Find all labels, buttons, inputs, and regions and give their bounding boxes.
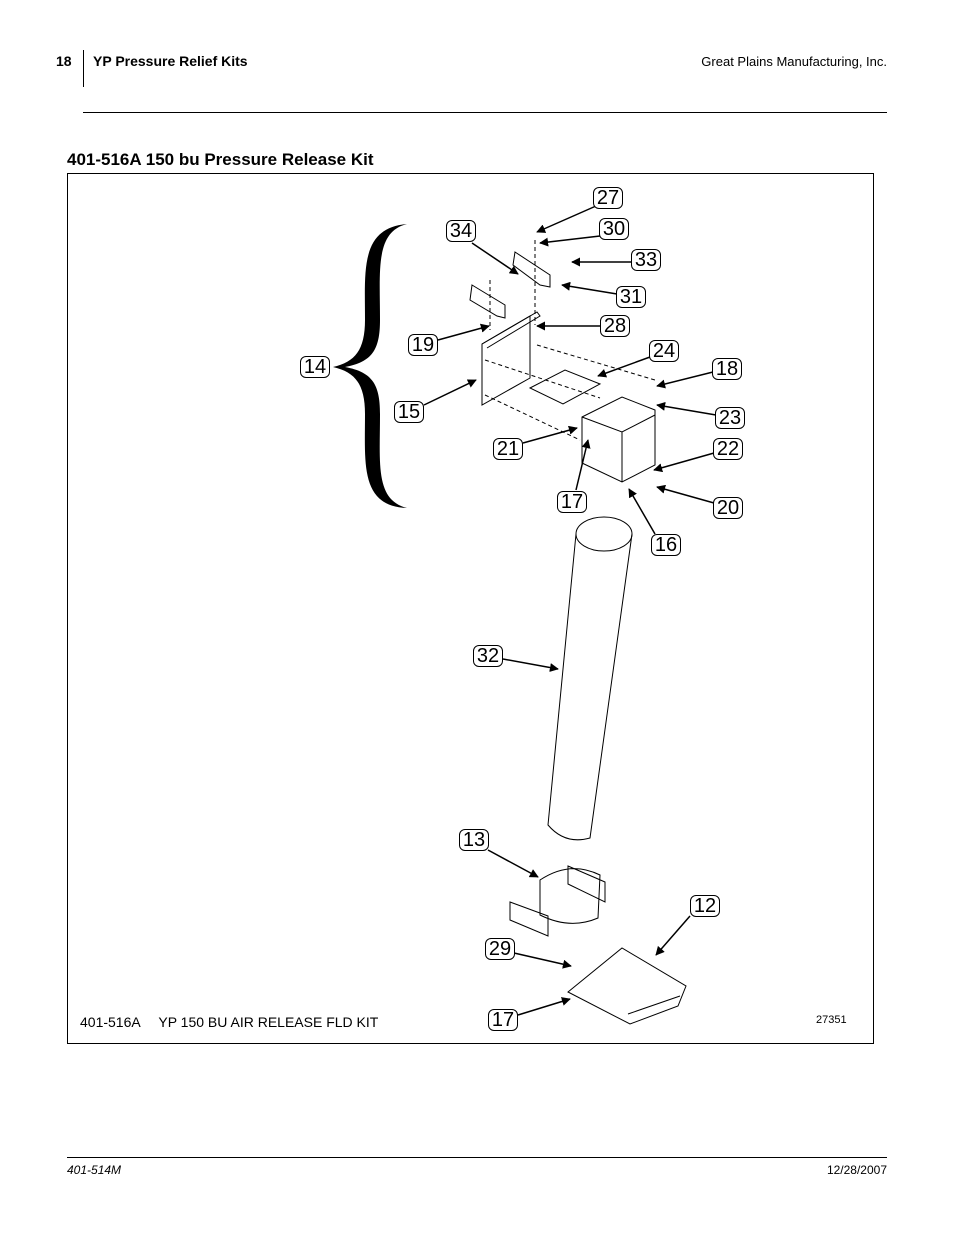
kit-label: 401-516A YP 150 BU AIR RELEASE FLD KIT [80,1014,392,1030]
callout-20: 20 [713,497,743,519]
callout-28: 28 [600,315,630,337]
callout-32: 32 [473,645,503,667]
callout-21: 21 [493,438,523,460]
callout-31: 31 [616,286,646,308]
figure-number: 27351 [816,1014,847,1026]
manual-number: 401-514M [67,1163,122,1177]
relief-box [581,396,656,483]
cover-plate [528,369,602,405]
tube [547,533,633,841]
tube-clamp [509,865,606,937]
callout-16: 16 [651,534,681,556]
callout-29: 29 [485,938,515,960]
callout-27: 27 [593,187,623,209]
callout-19: 19 [408,334,438,356]
callout-30: 30 [599,218,629,240]
callout-17-lower: 17 [488,1009,518,1031]
callout-23: 23 [715,407,745,429]
deflector-plate [567,947,687,1025]
callout-15: 15 [394,401,424,423]
callout-13: 13 [459,829,489,851]
callout-33: 33 [631,249,661,271]
header-divider [83,50,84,87]
company-name: Great Plains Manufacturing, Inc. [701,54,887,69]
page-number: 18 [56,53,72,69]
header-rule [83,112,887,113]
bracket-right [512,251,551,288]
footer-rule [67,1157,887,1158]
bracket-left [469,284,506,319]
tube-top [575,516,633,552]
page-title: 401-516A 150 bu Pressure Release Kit [67,150,374,169]
callout-22: 22 [713,438,743,460]
kit-part-number: 401-516A [80,1014,141,1030]
callout-17: 17 [557,491,587,513]
callout-12: 12 [690,895,720,917]
footer-date: 12/28/2007 [826,1163,887,1177]
callout-18: 18 [712,358,742,380]
callout-34: 34 [446,220,476,242]
section-title: YP Pressure Relief Kits [93,53,248,69]
mounting-plate [481,315,531,406]
callout-14: 14 [300,356,330,378]
figure-frame [67,173,874,1044]
grouping-brace [333,224,407,508]
kit-description: YP 150 BU AIR RELEASE FLD KIT [158,1014,379,1030]
callout-24: 24 [649,340,679,362]
